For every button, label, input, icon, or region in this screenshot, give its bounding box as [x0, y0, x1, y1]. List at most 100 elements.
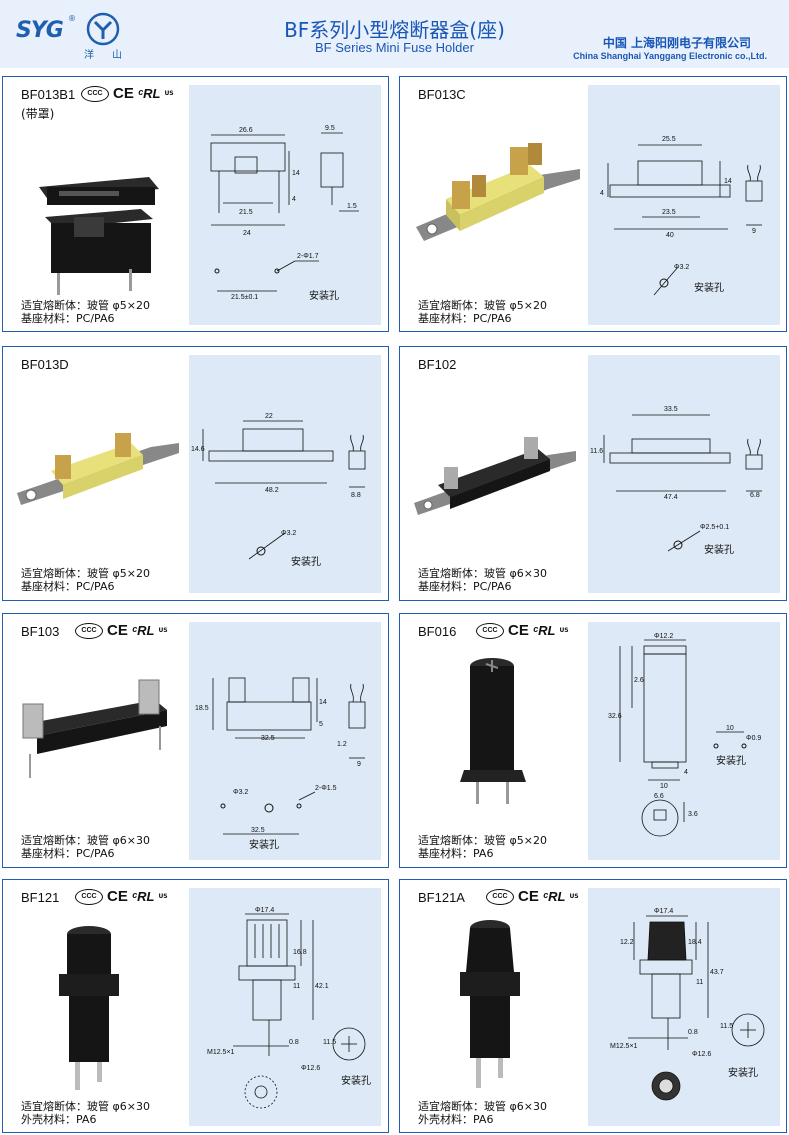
dim-label: 11 — [293, 983, 300, 990]
product-photo-bf121 — [59, 926, 119, 1090]
mounting-hole-label: 安装孔 — [716, 754, 746, 767]
model-name: BF013B1 — [21, 87, 76, 102]
dim-label: 0.8 — [688, 1029, 698, 1036]
logo-caption-right: 山 — [112, 50, 122, 61]
model-name: BF121 — [21, 890, 60, 905]
page-title-en: BF Series Mini Fuse Holder — [315, 40, 474, 55]
us-mark: US — [559, 627, 569, 634]
us-mark: US — [569, 893, 579, 900]
fuse-spec: 适宜熔断体：玻管 φ5×20 — [21, 299, 150, 312]
technical-drawing: 26.6 9.5 14 4 21.5 24 1.5 2-Φ1.7 21.5±0.… — [189, 85, 381, 325]
product-panel-bf121: BF121 CCC CE ᶜRL US — [2, 879, 389, 1133]
dim-label: 11 — [696, 979, 703, 986]
dim-label: 18.5 — [195, 705, 209, 712]
dim-label: 26.6 — [239, 127, 253, 134]
dim-label: 22 — [265, 413, 273, 420]
dim-label: 40 — [666, 232, 674, 239]
product-panel-bf016: BF016 CCC CE ᶜRL US — [399, 613, 787, 868]
logo-caption-left: 洋 — [84, 50, 94, 61]
material-spec: 外壳材料：PA6 — [418, 1113, 494, 1126]
model-name: BF103 — [21, 624, 60, 639]
dim-label: 24 — [243, 230, 251, 237]
spec-text: 适宜熔断体：玻管 φ6×30 基座材料：PC/PA6 — [21, 834, 150, 860]
dim-label: Φ17.4 — [255, 907, 274, 914]
dim-label: 2.6 — [634, 677, 644, 684]
dim-label: 1.2 — [337, 741, 347, 748]
dim-label: Φ3.2 — [233, 789, 248, 796]
ul-mark-icon: ᶜRL — [131, 889, 155, 904]
dim-label: 4 — [292, 196, 296, 203]
technical-drawing: 18.5 14 5 32.5 1.2 9 Φ3.2 2-Φ1.5 32.5 安装… — [189, 622, 381, 860]
dim-label: Φ12.6 — [301, 1065, 320, 1072]
dim-label: 42.1 — [315, 983, 329, 990]
dim-label: 18.4 — [688, 939, 702, 946]
ce-mark-icon: CE — [107, 888, 128, 905]
product-photo-bf013b1 — [39, 177, 159, 295]
product-panel-bf121a: BF121A CCC CE ᶜRL US — [399, 879, 787, 1133]
fuse-spec: 适宜熔断体：玻管 φ5×20 — [418, 834, 547, 847]
dim-label: 9 — [357, 761, 361, 768]
dim-label: 16.8 — [293, 949, 307, 956]
certification-marks: CCC CE ᶜRL US — [476, 622, 569, 639]
material-spec: 外壳材料：PA6 — [21, 1113, 97, 1126]
product-panel-bf013d: BF013D 22 14.6 48.2 8.8 — [2, 346, 389, 601]
dim-label: 0.8 — [289, 1039, 299, 1046]
dim-label: 10 — [726, 725, 734, 732]
dim-label: 11.6 — [590, 448, 603, 455]
technical-drawing: Φ17.4 16.8 42.1 11 M12.5×1 0.8 11.5 Φ12.… — [189, 888, 381, 1126]
material-spec: 基座材料：PC/PA6 — [418, 312, 512, 325]
mounting-hole-label: 安装孔 — [728, 1066, 758, 1079]
model-name: BF013C — [418, 87, 466, 102]
ccc-mark-icon: CCC — [75, 622, 103, 639]
us-mark: US — [158, 627, 168, 634]
ul-mark-icon: ᶜRL — [542, 889, 566, 904]
ul-mark-icon: ᶜRL — [131, 623, 155, 638]
dim-label: Φ0.9 — [746, 735, 761, 742]
dim-label: 14.6 — [191, 446, 205, 453]
technical-drawing: 22 14.6 48.2 8.8 Φ3.2 安装孔 — [189, 355, 381, 593]
fuse-spec: 适宜熔断体：玻管 φ6×30 — [418, 1100, 547, 1113]
dim-label: Φ17.4 — [654, 908, 673, 915]
dim-label: 11.5 — [323, 1039, 336, 1046]
page-title-cn: BF系列小型熔断器盒(座) — [284, 18, 505, 42]
dim-label: Φ12.2 — [654, 633, 673, 640]
dim-label: 5 — [319, 721, 323, 728]
fuse-spec: 适宜熔断体：玻管 φ6×30 — [21, 834, 150, 847]
spec-text: 适宜熔断体：玻管 φ6×30 外壳材料：PA6 — [418, 1100, 547, 1126]
dim-label: 2-Φ1.5 — [315, 785, 337, 792]
mounting-hole-label: 安装孔 — [309, 289, 339, 302]
dim-label: 25.5 — [662, 136, 676, 143]
technical-drawing: 25.5 14 4 23.5 40 9 Φ3.2 安装孔 — [588, 85, 780, 325]
dim-label: 10 — [660, 783, 668, 790]
technical-drawing: Φ17.4 12.2 18.4 43.7 11 M12.5×1 0.8 11.5… — [588, 888, 780, 1126]
certification-marks: CCC CE ᶜRL US — [486, 888, 579, 905]
dim-label: 6.8 — [750, 492, 760, 499]
dim-label: 4 — [684, 769, 688, 776]
dim-label: 23.5 — [662, 209, 676, 216]
company-name-cn: 中国 上海阳刚电子有限公司 — [602, 36, 751, 50]
dim-label: 3.6 — [688, 811, 698, 818]
technical-drawing: Φ12.2 2.6 32.6 10 Φ0.9 10 4 6.6 3.6 安装孔 — [588, 622, 780, 860]
model-name: BF016 — [418, 624, 457, 639]
product-photo-bf102 — [414, 437, 576, 515]
syg-logo: SYG — [16, 18, 64, 43]
model-name: BF121A — [418, 890, 465, 905]
fuse-spec: 适宜熔断体：玻管 φ6×30 — [21, 1100, 150, 1113]
fuse-spec: 适宜熔断体：玻管 φ5×20 — [21, 567, 150, 580]
spec-text: 适宜熔断体：玻管 φ5×20 基座材料：PA6 — [418, 834, 547, 860]
ccc-mark-icon: CCC — [476, 622, 504, 639]
dim-label: Φ3.2 — [281, 530, 296, 537]
dim-label: 14 — [724, 178, 732, 185]
material-spec: 基座材料：PC/PA6 — [418, 580, 512, 593]
dim-label: 6.6 — [654, 793, 664, 800]
dim-label: 32.5 — [251, 827, 265, 834]
dim-label: 9 — [752, 228, 756, 235]
model-name: BF102 — [418, 357, 457, 372]
product-photo-bf013c — [416, 143, 580, 241]
product-panel-bf102: BF102 33.5 11.6 47.4 6.8 — [399, 346, 787, 601]
ce-mark-icon: CE — [518, 888, 539, 905]
dim-label: Φ12.6 — [692, 1051, 711, 1058]
dim-label: 4 — [600, 190, 604, 197]
dim-label: 11.5 — [720, 1023, 733, 1030]
mounting-hole-label: 安装孔 — [249, 838, 279, 851]
